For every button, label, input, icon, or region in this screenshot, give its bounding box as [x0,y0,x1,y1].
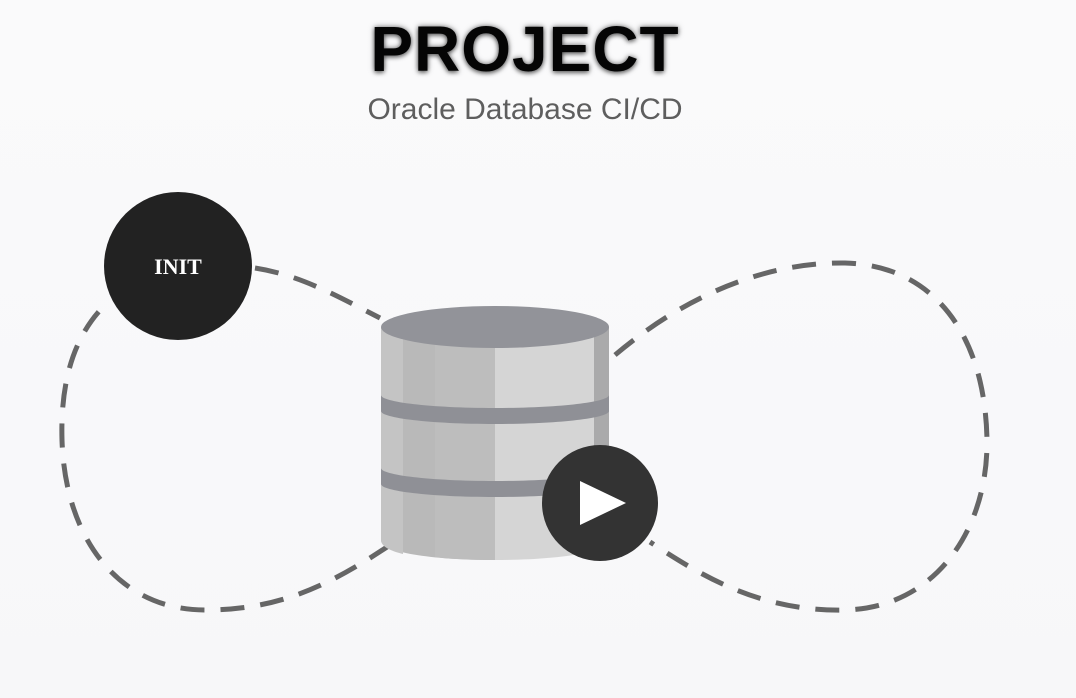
init-node-label: INIT [154,254,202,279]
play-icon [580,481,626,525]
run-button[interactable] [542,445,658,561]
loop-path [59,260,990,613]
database-icon [381,306,609,560]
page-subtitle: Oracle Database CI/CD [367,93,683,126]
init-node[interactable]: INIT [104,192,252,340]
page-title: PROJECT [370,13,680,85]
